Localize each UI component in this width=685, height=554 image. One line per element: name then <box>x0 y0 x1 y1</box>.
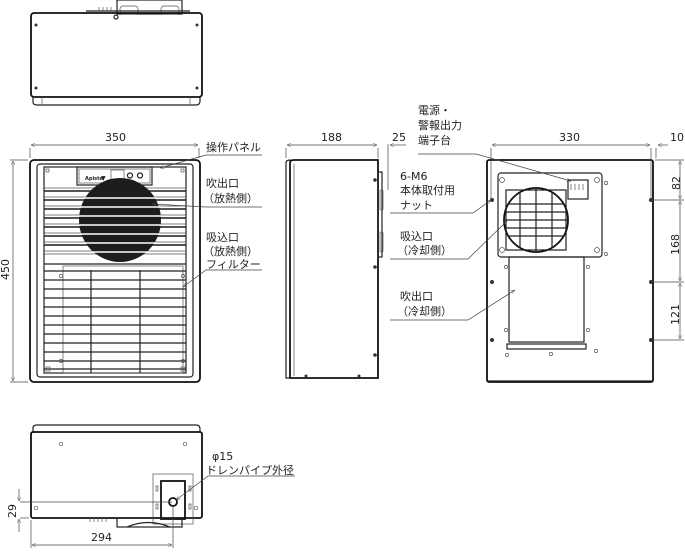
dim-width-350: 350 <box>105 131 126 144</box>
label-terminal-1: 電源・ <box>418 103 451 117</box>
fan-grille-hot <box>44 178 186 262</box>
label-outlet-cold-1: 吹出口 <box>400 289 433 303</box>
label-terminal-2: 警報出力 <box>418 118 462 132</box>
rear-view: 330 10 82 168 121 電源・ 警報出力 端子台 6-M6 本体取付… <box>390 103 684 383</box>
label-outlet-hot-2: （放熱側） <box>203 191 258 205</box>
label-inlet-cold-1: 吸込口 <box>400 230 433 243</box>
label-drain-diameter: φ15 <box>212 450 233 463</box>
top-view <box>30 0 203 106</box>
dim-depth-188: 188 <box>321 131 342 144</box>
dim-h-294: 294 <box>91 531 112 544</box>
side-view: 188 25 <box>285 131 406 379</box>
dim-width-330: 330 <box>559 131 580 144</box>
label-inlet-hot-1: 吸込口 <box>206 231 239 244</box>
terminal-block <box>567 179 589 200</box>
front-view: Apiste ▼ <box>0 131 262 383</box>
label-inlet-cold-2: （冷却側） <box>397 244 452 257</box>
brand-logo: Apiste <box>85 176 104 182</box>
filter-area <box>44 263 186 374</box>
dim-v-82: 82 <box>670 176 683 190</box>
dim-edge-10: 10 <box>670 131 684 144</box>
label-nut-1: 6-M6 <box>400 170 427 183</box>
dim-height-450: 450 <box>0 259 12 280</box>
label-filter: フィルター <box>206 258 261 271</box>
dim-v-29: 29 <box>6 504 19 518</box>
dim-v-121: 121 <box>669 304 682 325</box>
label-outlet-hot-1: 吹出口 <box>206 176 239 190</box>
label-terminal-3: 端子台 <box>418 133 451 147</box>
label-nut-2: 本体取付用 <box>400 183 455 197</box>
label-nut-3: ナット <box>400 199 433 212</box>
label-control-panel: 操作パネル <box>206 140 261 154</box>
dim-v-168: 168 <box>669 234 682 255</box>
dim-protrusion-25: 25 <box>392 131 406 144</box>
label-inlet-hot-2: （放熱側） <box>203 244 258 258</box>
fan-grille-cold <box>503 187 569 253</box>
label-outlet-cold-2: （冷却側） <box>397 305 452 318</box>
label-drain-pipe: ドレンパイプ外径 <box>206 464 294 477</box>
bottom-view: 29 294 φ15 ドレンパイプ外径 <box>6 424 295 548</box>
indicator-icon: ▼ <box>101 175 106 182</box>
